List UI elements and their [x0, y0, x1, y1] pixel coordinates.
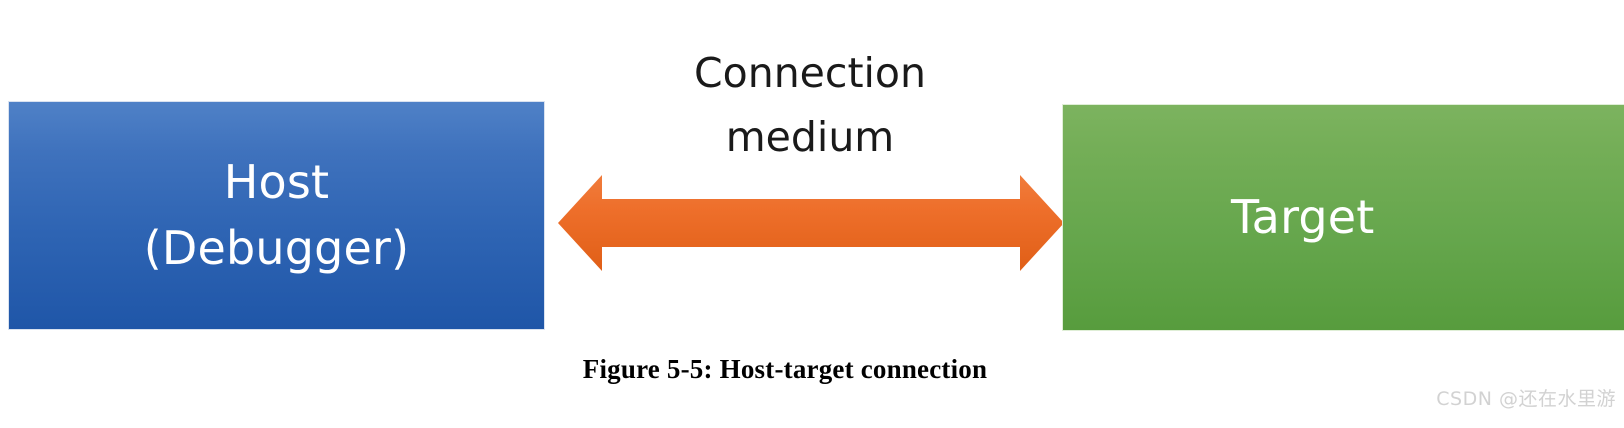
arrow-shape [558, 175, 1064, 271]
target-node-label: Target [1231, 189, 1375, 244]
connection-medium-label: Connection medium [694, 49, 926, 161]
double-headed-arrow-icon [558, 175, 1064, 271]
csdn-watermark: CSDN @还在水里游 [1436, 388, 1616, 410]
host-node-label: Host (Debugger) [143, 155, 410, 275]
host-debugger-node: Host (Debugger) [8, 101, 545, 330]
target-node: Target [1062, 104, 1624, 331]
figure-caption: Figure 5-5: Host-target connection [582, 354, 988, 384]
